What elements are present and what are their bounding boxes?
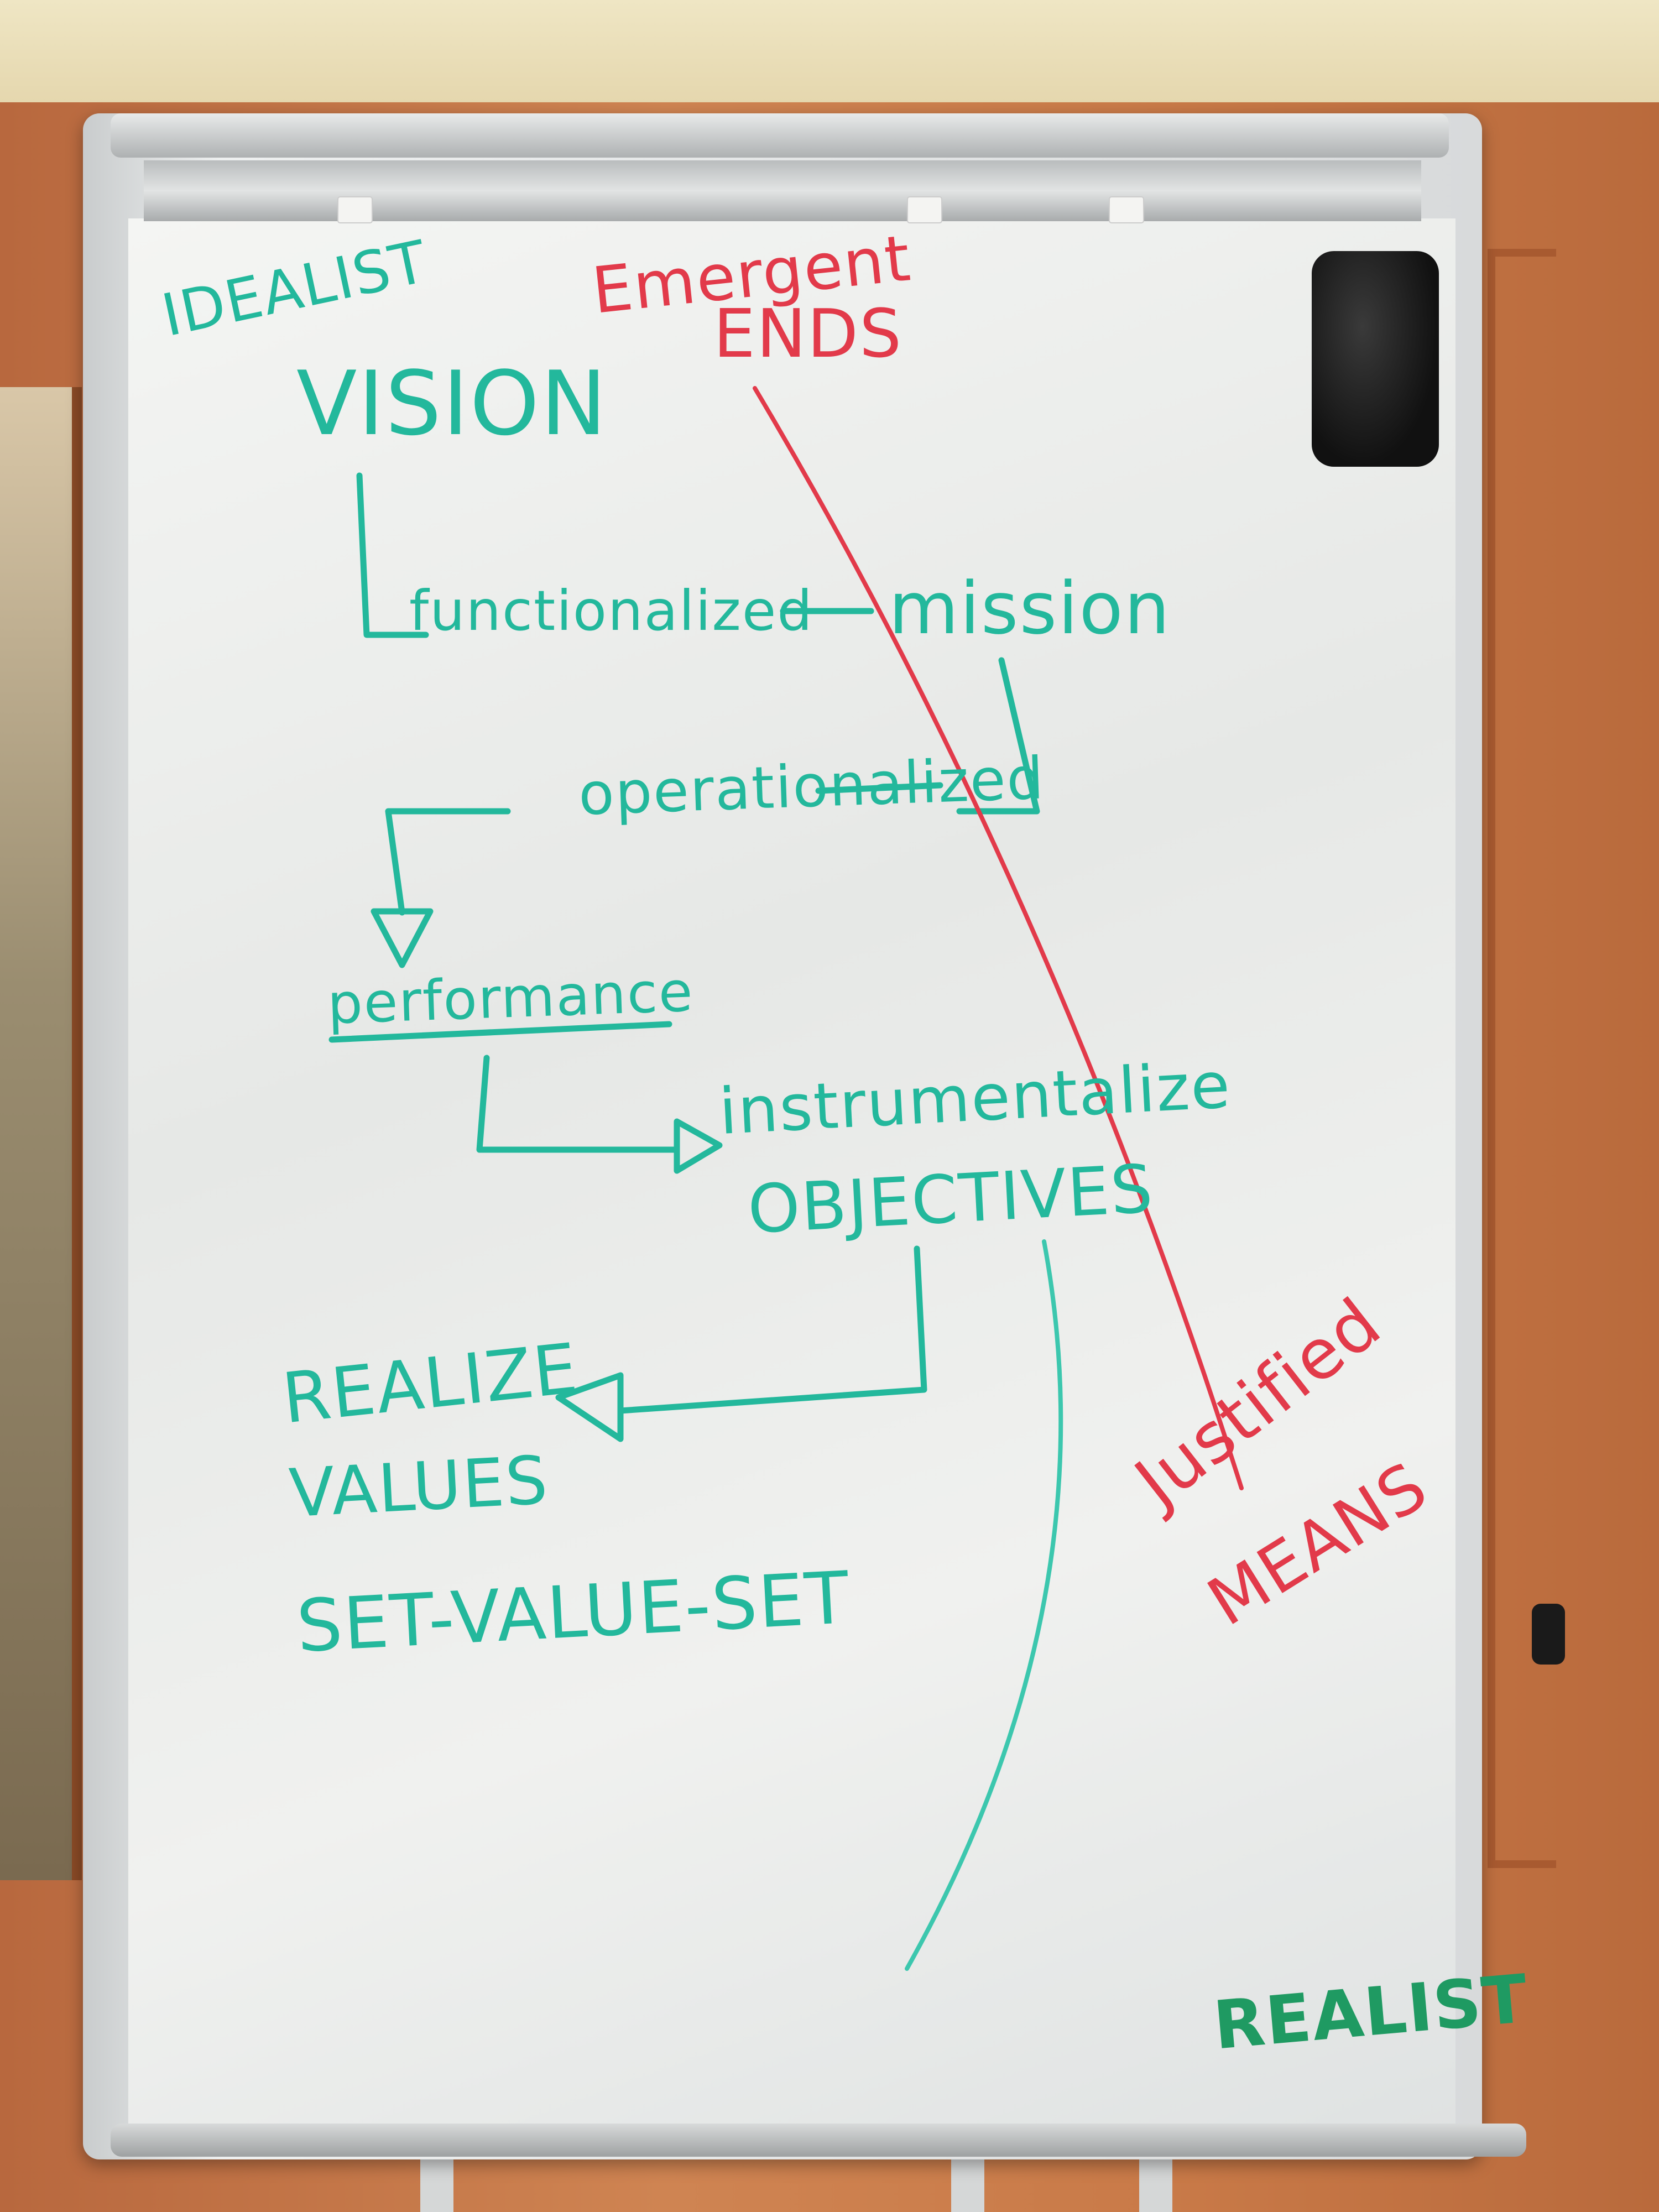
arrowhead-instrumentalize bbox=[674, 1118, 723, 1174]
arrowhead-performance bbox=[371, 908, 434, 968]
connector-performance-instrumentalize bbox=[476, 1055, 680, 1153]
large-curve bbox=[905, 1239, 1063, 1971]
objectives-label: OBJECTIVES bbox=[745, 1150, 1156, 1249]
stand-leg bbox=[420, 2157, 453, 2212]
connector-objectives-realize bbox=[617, 1245, 927, 1414]
whiteboard-surface bbox=[128, 218, 1455, 2132]
adjust-knob[interactable] bbox=[1532, 1604, 1565, 1665]
performance-label: performance bbox=[326, 959, 695, 1037]
ends-label: ENDS bbox=[713, 296, 903, 373]
clip bbox=[1109, 196, 1144, 223]
connector-vision-functionalized bbox=[356, 472, 429, 638]
vision-label: VISION bbox=[296, 352, 608, 455]
arrowhead-realize bbox=[555, 1372, 624, 1442]
performance-underline bbox=[328, 1021, 672, 1043]
red-line-ends-to-means bbox=[753, 386, 1244, 1490]
window bbox=[0, 387, 82, 1880]
bottom-tray bbox=[111, 2124, 1526, 2157]
connector-operationalized-performance bbox=[385, 808, 511, 916]
stand-leg bbox=[1139, 2157, 1172, 2212]
operationalized-underline bbox=[815, 782, 943, 794]
door-frame bbox=[1488, 249, 1556, 1868]
operationalized-label: operationalized bbox=[577, 744, 1046, 828]
eraser[interactable] bbox=[1312, 251, 1439, 467]
clip bbox=[337, 196, 373, 223]
clip bbox=[907, 196, 942, 223]
functionalized-label: functionalized bbox=[409, 578, 813, 643]
values-label: VALUES bbox=[287, 1442, 551, 1533]
top-rail bbox=[111, 113, 1449, 158]
mission-label: mission bbox=[889, 566, 1171, 650]
ceiling bbox=[0, 0, 1659, 102]
connector-mission-operationalized bbox=[956, 657, 1040, 815]
stand-leg bbox=[951, 2157, 984, 2212]
